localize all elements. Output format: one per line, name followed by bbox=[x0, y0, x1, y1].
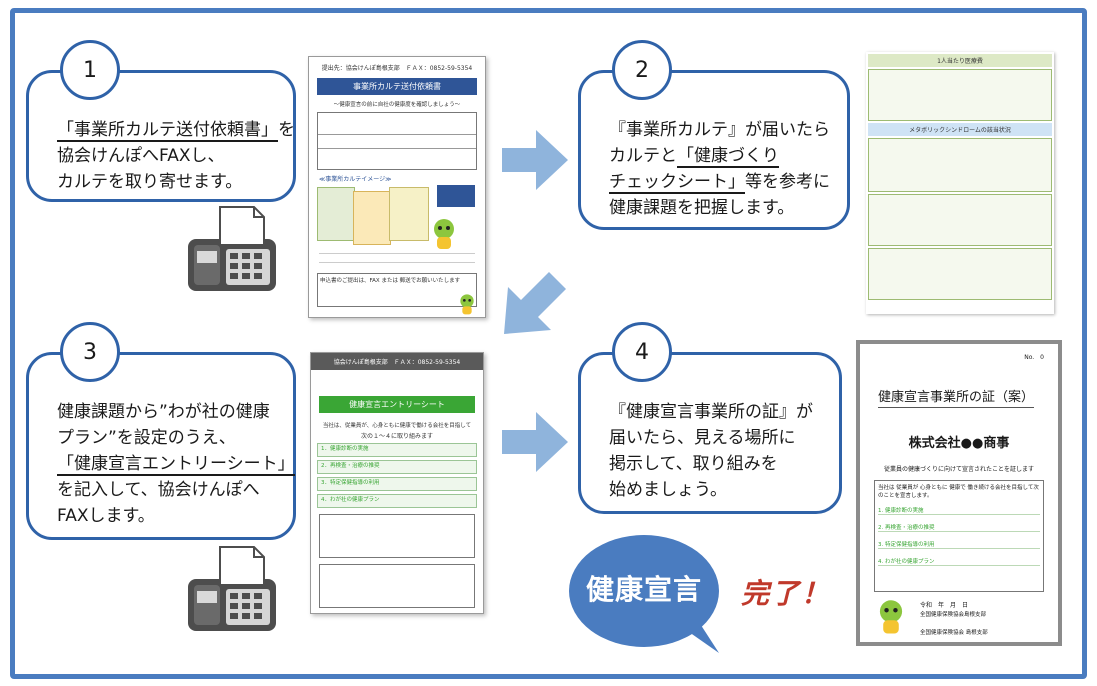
entry-sheet-thumbnail: 協会けんぽ島根支部 ＦＡＸ：0852-59-5354 健康宣言エントリーシート … bbox=[310, 352, 484, 614]
step-4-line: 掲示して、取り組みを bbox=[609, 451, 821, 477]
step-2-number: 2 bbox=[612, 40, 672, 100]
step-4-line: 始めましょう。 bbox=[609, 477, 821, 503]
doc2-title-2: メタボリックシンドロームの該当状況 bbox=[868, 123, 1052, 136]
doc1-subtitle: ～健康宣言の前に自社の健康度を確認しましょう～ bbox=[333, 102, 461, 108]
step-3-line: FAXします。 bbox=[57, 503, 275, 529]
doc3-item-4: 4．わが社の健康プラン bbox=[317, 494, 477, 508]
step-text-segment: 掲示して、取り組みを bbox=[609, 454, 778, 474]
arrow-down-left-icon bbox=[504, 272, 566, 334]
cert-item-2: 2. 再検査・治療の推奨 bbox=[878, 523, 1040, 532]
step-text-segment: 健康課題から”わが社の健康 bbox=[57, 402, 270, 422]
doc1-footer-text: 申込書のご提出は、FAX または 郵送でお願いいたします bbox=[320, 278, 461, 284]
certificate-thumbnail: No. 0 健康宣言事業所の証（案） 株式会社●●商事 従業員の健康づくりに向け… bbox=[856, 340, 1062, 646]
step-3-line: を記入して、協会けんぽへ bbox=[57, 477, 275, 503]
step-text-segment: 協会けんぽへFAXし、 bbox=[57, 146, 225, 166]
done-text: 完了！ bbox=[741, 577, 832, 610]
doc2-section-1 bbox=[868, 69, 1052, 121]
step-3-number: 3 bbox=[60, 322, 120, 382]
speech-bubble-text: 健康宣言 bbox=[585, 573, 702, 606]
doc3-pledge: 当社は、従業員が、心身ともに健康で働ける会社を目指して bbox=[322, 423, 472, 429]
step-2-line: カルテと「健康づくり bbox=[609, 143, 829, 169]
mascot-icon bbox=[879, 600, 903, 634]
doc2-section-4 bbox=[868, 248, 1052, 300]
step-text-segment: 始めましょう。 bbox=[609, 480, 727, 500]
karte-request-form-thumbnail: 提出先：協会けんぽ島根支部 ＦＡＸ：0852-59-5354 事業所カルテ送付依… bbox=[308, 56, 486, 318]
step-text-segment: 届いたら、見える場所に bbox=[609, 428, 796, 448]
cert-issuer-1: 全国健康保険協会島根支部 bbox=[920, 612, 987, 618]
doc2-title-1: 1人当たり医療費 bbox=[868, 54, 1052, 67]
doc3-item-2: 2．再検査・治療の推奨 bbox=[317, 460, 477, 474]
cert-title: 健康宣言事業所の証（案） bbox=[878, 386, 1035, 408]
step-text-segment: カルテと bbox=[609, 146, 677, 166]
step-text-segment: を記入して、協会けんぽへ bbox=[57, 480, 260, 500]
doc1-fax-line: 提出先：協会けんぽ島根支部 ＦＡＸ：0852-59-5354 bbox=[321, 65, 473, 72]
step-text-segment: 「健康宣言エントリーシート」 bbox=[57, 454, 295, 476]
step-text-segment: 「健康づくり bbox=[677, 146, 779, 168]
step-text-segment: 『健康宣言事業所の証』が bbox=[609, 402, 813, 422]
doc1-note-lines bbox=[319, 253, 475, 263]
step-3-line: 健康課題から”わが社の健康 bbox=[57, 399, 275, 425]
karte-report-thumbnail: 1人当たり医療費 メタボリックシンドロームの該当状況 bbox=[866, 52, 1054, 314]
step-text-segment: を bbox=[278, 120, 295, 140]
doc1-form-table bbox=[317, 112, 477, 170]
step-2-line: 健康課題を把握します。 bbox=[609, 195, 829, 221]
step-text-segment: FAXします。 bbox=[57, 506, 155, 526]
mascot-icon bbox=[460, 294, 474, 315]
doc3-fax-line: 協会けんぽ島根支部 ＦＡＸ：0852-59-5354 bbox=[311, 353, 483, 370]
cert-item-3: 3. 特定保健指導の利用 bbox=[878, 540, 1040, 549]
step-3-box: 健康課題から”わが社の健康プラン”を設定のうえ、「健康宣言エントリーシート」を記… bbox=[26, 352, 296, 540]
fax-machine-icon bbox=[188, 546, 276, 631]
doc1-title: 事業所カルテ送付依頼書 bbox=[317, 78, 477, 95]
step-text-segment: 健康課題を把握します。 bbox=[609, 198, 795, 218]
step-4-line: 『健康宣言事業所の証』が bbox=[609, 399, 821, 425]
doc3-info-box bbox=[319, 564, 475, 608]
cert-number: No. 0 bbox=[1024, 354, 1044, 361]
step-3-line: 「健康宣言エントリーシート」 bbox=[57, 451, 295, 477]
step-3-line: プラン”を設定のうえ、 bbox=[57, 425, 275, 451]
step-4-line: 届いたら、見える場所に bbox=[609, 425, 821, 451]
cert-inner-box: 当社は 従業員が 心身ともに 健康で 働き続ける会社を目指して次のことを宣言しま… bbox=[874, 480, 1044, 592]
arrow-right-icon bbox=[502, 412, 568, 472]
cert-statement: 従業員の健康づくりに向けて宣言されたことを証します bbox=[883, 466, 1034, 473]
step-text-segment: 等を参考に bbox=[745, 172, 830, 192]
cert-inner-text: 当社は 従業員が 心身ともに 健康で 働き続ける会社を目指して次のことを宣言しま… bbox=[878, 485, 1039, 499]
doc3-pledge-highlight: 次の１～４に取り組みます bbox=[360, 433, 433, 440]
step-1-line: カルテを取り寄せます。 bbox=[57, 169, 275, 195]
step-1-line: 協会けんぽへFAXし、 bbox=[57, 143, 275, 169]
step-2-line: 『事業所カルテ』が届いたら bbox=[609, 117, 830, 143]
doc1-image-label: ≪事業所カルテイメージ≫ bbox=[319, 176, 392, 183]
doc2-section-2 bbox=[868, 138, 1052, 192]
cert-item-4: 4. わが社の健康プラン bbox=[878, 557, 1040, 566]
doc1-karte-images bbox=[317, 185, 477, 247]
cert-company: 株式会社●●商事 bbox=[908, 436, 1010, 451]
doc3-title: 健康宣言エントリーシート bbox=[319, 396, 475, 413]
doc2-section-3 bbox=[868, 194, 1052, 246]
fax-machine-icon bbox=[188, 206, 276, 291]
step-2-line: チェックシート」等を参考に bbox=[609, 169, 830, 195]
step-text-segment: チェックシート」 bbox=[609, 172, 745, 194]
cert-issuer-2: 全国健康保険協会 島根支部 bbox=[920, 630, 988, 636]
doc3-item-3: 3．特定保健指導の利用 bbox=[317, 477, 477, 491]
speech-bubble-shape bbox=[569, 535, 719, 653]
doc1-footer-box: 申込書のご提出は、FAX または 郵送でお願いいたします bbox=[317, 273, 477, 307]
step-1-number: 1 bbox=[60, 40, 120, 100]
step-1-line: 「事業所カルテ送付依頼書」を bbox=[57, 117, 295, 143]
step-text-segment: カルテを取り寄せます。 bbox=[57, 172, 243, 192]
step-text-segment: 『事業所カルテ』が届いたら bbox=[609, 120, 830, 140]
doc3-plan-box bbox=[319, 514, 475, 558]
cert-date: 令和 年 月 日 bbox=[920, 602, 969, 609]
step-2-box: 『事業所カルテ』が届いたらカルテと「健康づくりチェックシート」等を参考に健康課題… bbox=[578, 70, 850, 230]
mascot-icon bbox=[434, 219, 454, 249]
cert-item-1: 1. 健康診断の実施 bbox=[878, 506, 1040, 515]
step-4-box: 『健康宣言事業所の証』が届いたら、見える場所に掲示して、取り組みを始めましょう。 bbox=[578, 352, 842, 514]
arrow-right-icon bbox=[502, 130, 568, 190]
doc3-item-1: 1．健康診断の実施 bbox=[317, 443, 477, 457]
step-text-segment: プラン”を設定のうえ、 bbox=[57, 428, 236, 448]
step-text-segment: 「事業所カルテ送付依頼書」 bbox=[57, 120, 278, 142]
step-4-number: 4 bbox=[612, 322, 672, 382]
